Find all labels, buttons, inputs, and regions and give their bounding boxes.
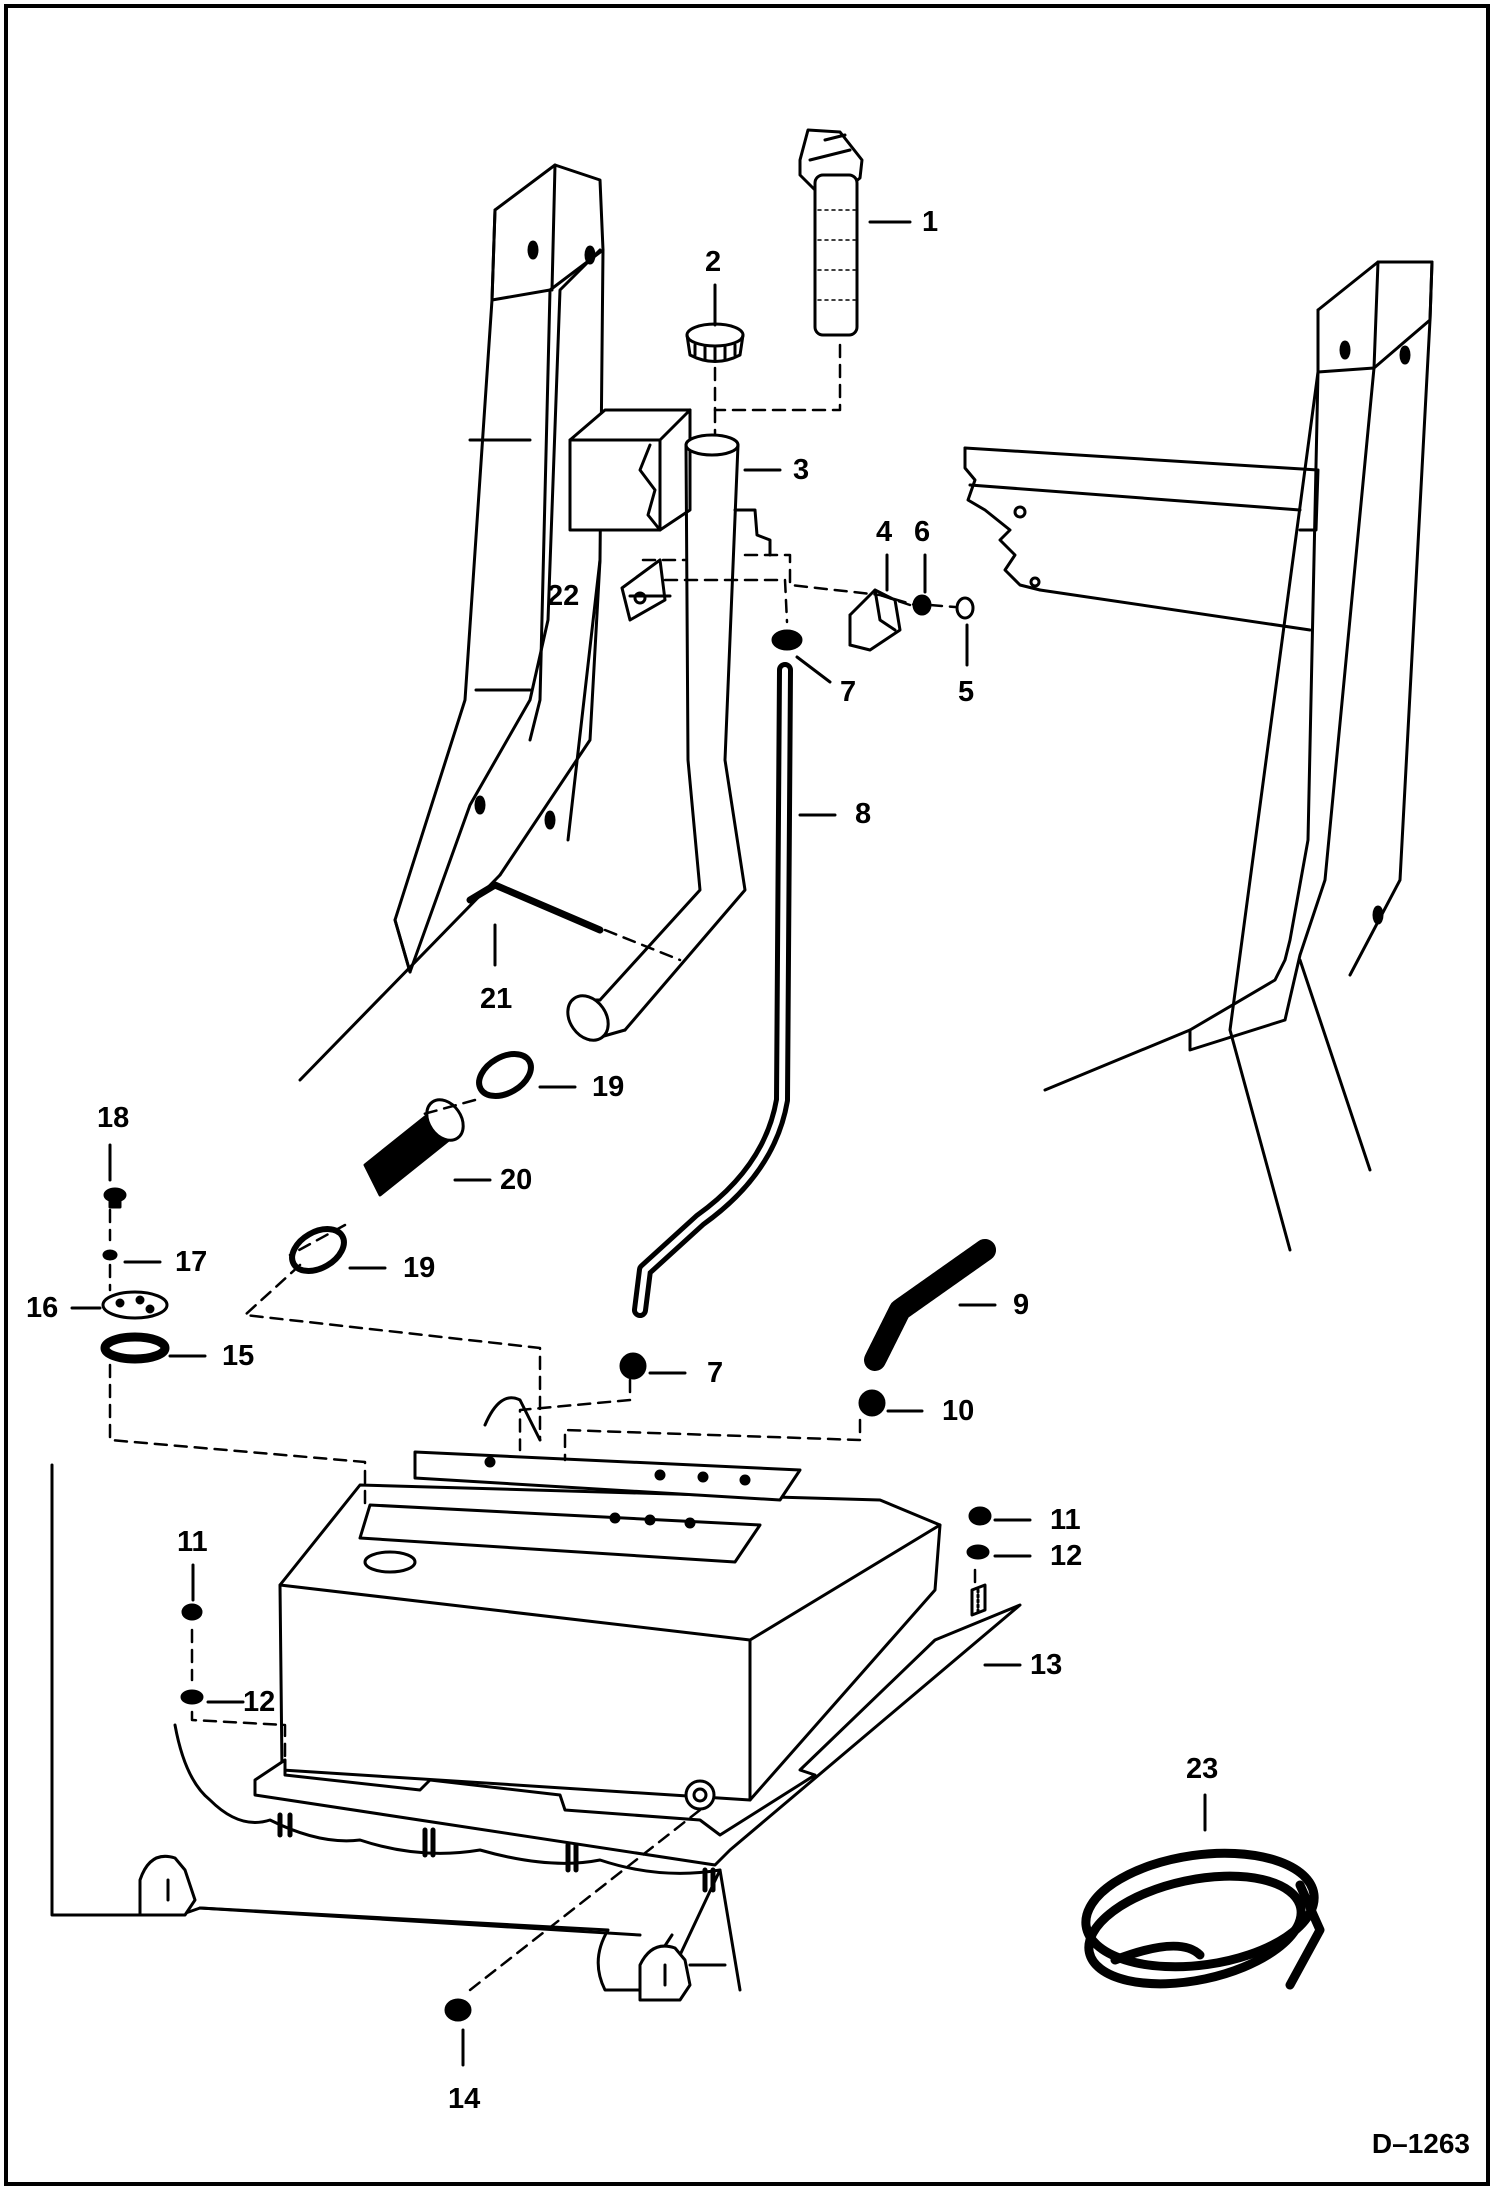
- part-19-clamp-upper: [476, 1051, 534, 1099]
- callout-part-10: 10: [942, 1395, 975, 1427]
- callout-part-17: 17: [175, 1246, 208, 1278]
- part-18-bolt: [103, 1187, 127, 1209]
- part-19-clamp-lower: [289, 1226, 347, 1274]
- part-4-clamp: [848, 588, 902, 652]
- part-1-fuel-sender: [798, 128, 864, 337]
- callout-part-2: 2: [705, 246, 722, 278]
- part-11-nut-right: [968, 1506, 992, 1526]
- part-7-clamp-upper: [771, 629, 803, 651]
- callout-part-14: 14: [448, 2083, 481, 2115]
- callout-part-6: 6: [914, 516, 931, 548]
- callout-part-15: 15: [222, 1340, 255, 1372]
- part-12-washer-right: [966, 1544, 990, 1560]
- part-13-mounting-plate: [253, 1583, 1022, 1893]
- right-crossmember: [963, 446, 1320, 632]
- frame-base: [50, 1463, 742, 2002]
- part-23-coiled-hose: [1081, 1848, 1325, 1990]
- part-15-gasket: [100, 1332, 170, 1364]
- callout-part-4: 4: [876, 516, 893, 548]
- callout-part-5: 5: [958, 676, 975, 708]
- part-7-clamp-lower: [619, 1352, 647, 1380]
- part-21-cable-tie: [466, 881, 604, 934]
- mounting-block: [568, 408, 692, 532]
- left-frame-upright: [298, 163, 605, 1082]
- part-14-nut: [444, 1998, 472, 2022]
- part-22-bracket: [620, 558, 667, 622]
- part-16-plate: [101, 1290, 169, 1320]
- part-5-nut: [955, 596, 975, 620]
- callout-part-7-upper: 7: [840, 676, 857, 708]
- part-2-filler-cap: [685, 322, 745, 363]
- callout-leader-lines: [70, 220, 1207, 2067]
- callout-part-20: 20: [500, 1164, 533, 1196]
- drawing-number: D–1263: [1371, 2128, 1470, 2159]
- part-10-clamp: [858, 1389, 886, 1417]
- callout-part-12-left: 12: [243, 1686, 276, 1718]
- callout-part-21: 21: [480, 983, 513, 1015]
- callout-part-9: 9: [1013, 1289, 1030, 1321]
- part-17-washer: [102, 1249, 118, 1261]
- callout-part-11-left: 11: [177, 1526, 208, 1558]
- callout-part-18: 18: [97, 1102, 130, 1134]
- callout-part-8: 8: [855, 798, 872, 830]
- callout-part-23: 23: [1186, 1753, 1219, 1785]
- callout-part-19-upper: 19: [592, 1071, 625, 1103]
- assembly-guide-lines: [108, 343, 977, 1992]
- callout-part-22: 22: [547, 580, 580, 612]
- callout-part-12-right: 12: [1050, 1540, 1083, 1572]
- part-6-washer: [912, 594, 932, 616]
- callout-part-1: 1: [922, 206, 939, 238]
- part-9-return-hose: [864, 1239, 996, 1371]
- callout-part-7-lower: 7: [707, 1357, 724, 1389]
- callout-part-11-right: 11: [1050, 1504, 1081, 1536]
- right-frame-upright: [1043, 260, 1434, 1252]
- part-11-nut-left: [181, 1603, 203, 1621]
- part-3-filler-neck: [566, 433, 772, 1042]
- callout-part-13: 13: [1030, 1649, 1063, 1681]
- fuel-tank: [278, 1396, 942, 1811]
- part-12-washer-left: [180, 1689, 204, 1705]
- callout-part-3: 3: [793, 454, 810, 486]
- callout-part-19-lower: 19: [403, 1252, 436, 1284]
- callout-part-16: 16: [26, 1292, 59, 1324]
- page-border: [4, 4, 1490, 2186]
